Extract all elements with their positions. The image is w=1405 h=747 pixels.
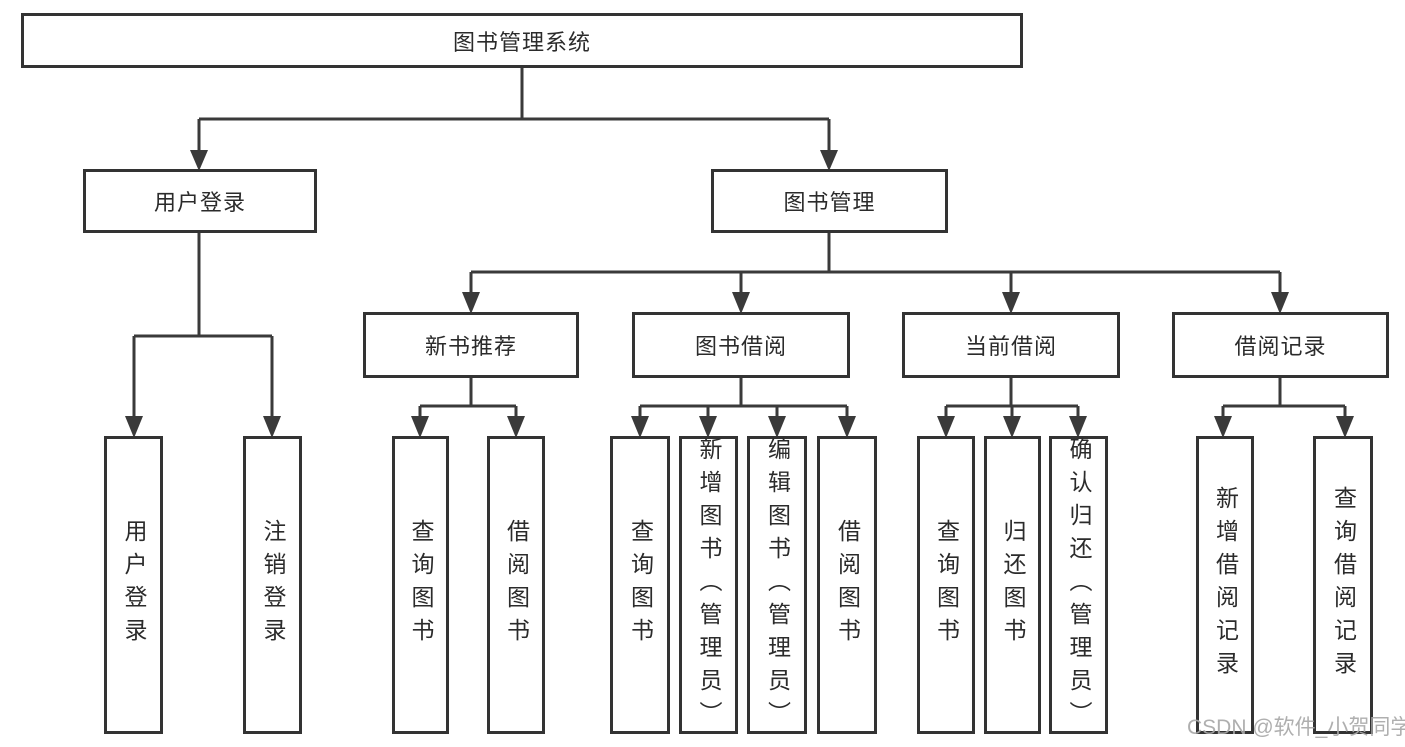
arrowhead-icons [125, 150, 1354, 438]
leaf-edit-book-admin-label: 编辑图书（管理员） [764, 436, 791, 734]
leaf-confirm-return-admin-label: 确认归还（管理员） [1066, 436, 1092, 734]
leaf-return-books: 归还图书 [984, 436, 1041, 734]
leaf-add-borrow-record: 新增借阅记录 [1196, 436, 1254, 734]
node-new-book-recommend: 新书推荐 [363, 312, 579, 378]
leaf-edit-book-admin: 编辑图书（管理员） [747, 436, 807, 734]
leaf-borrow-books-recommend-label: 借阅图书 [503, 519, 530, 651]
leaf-query-books-recommend: 查询图书 [392, 436, 449, 734]
leaf-query-books-current: 查询图书 [917, 436, 975, 734]
leaf-add-book-admin: 新增图书（管理员） [679, 436, 738, 734]
leaf-borrow-books-label: 借阅图书 [834, 519, 861, 651]
node-root-system: 图书管理系统 [21, 13, 1023, 68]
leaf-logout-label: 注销登录 [260, 519, 286, 651]
node-borrow-records: 借阅记录 [1172, 312, 1389, 378]
node-user-login-label: 用户登录 [153, 190, 246, 215]
node-borrow-records-label: 借阅记录 [1234, 334, 1327, 359]
node-root-label: 图书管理系统 [452, 29, 591, 55]
node-book-borrow: 图书借阅 [632, 312, 850, 378]
leaf-query-books-recommend-label: 查询图书 [408, 519, 434, 651]
leaf-return-books-label: 归还图书 [1000, 519, 1026, 651]
leaf-borrow-books-recommend: 借阅图书 [487, 436, 545, 734]
leaf-borrow-books: 借阅图书 [817, 436, 877, 734]
leaf-user-login-label: 用户登录 [121, 519, 147, 651]
leaf-user-login: 用户登录 [104, 436, 163, 734]
csdn-watermark: CSDN @软件_小贺同学 [1187, 716, 1405, 739]
node-book-management: 图书管理 [711, 169, 948, 233]
leaf-logout: 注销登录 [243, 436, 302, 734]
leaf-query-borrow-record-label: 查询借阅记录 [1330, 486, 1357, 684]
leaf-add-book-admin-label: 新增图书（管理员） [696, 436, 722, 734]
node-new-book-recommend-label: 新书推荐 [424, 334, 517, 359]
leaf-add-borrow-record-label: 新增借阅记录 [1212, 486, 1239, 684]
node-user-login: 用户登录 [83, 169, 317, 233]
leaf-query-books-current-label: 查询图书 [933, 519, 960, 651]
leaf-query-borrow-record: 查询借阅记录 [1313, 436, 1373, 734]
node-book-management-label: 图书管理 [783, 190, 876, 215]
leaf-query-books-borrow: 查询图书 [610, 436, 670, 734]
node-current-borrow: 当前借阅 [902, 312, 1120, 378]
leaf-confirm-return-admin: 确认归还（管理员） [1049, 436, 1108, 734]
node-book-borrow-label: 图书借阅 [694, 334, 787, 359]
leaf-query-books-borrow-label: 查询图书 [627, 519, 654, 651]
node-current-borrow-label: 当前借阅 [964, 334, 1057, 359]
